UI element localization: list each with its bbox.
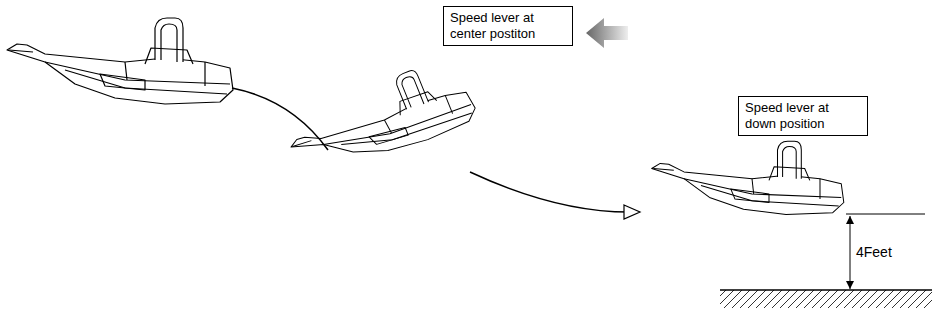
callout-box: Speed lever at center postiton	[443, 6, 573, 46]
callout-box: Speed lever at down position	[738, 96, 868, 136]
dimension-label: 4Feet	[856, 244, 892, 260]
arrow-head	[624, 205, 640, 219]
trajectory-arc	[470, 172, 636, 212]
dimension-line	[846, 214, 925, 215]
dimension-line	[850, 216, 851, 289]
dimension-arrow	[846, 216, 854, 224]
trajectory-arc	[232, 88, 328, 150]
callout-text: Speed lever at down position	[745, 100, 861, 132]
boat-position-3	[652, 141, 844, 214]
boat-position-1	[7, 18, 233, 104]
dimension-arrow	[846, 281, 854, 289]
ground-hatch	[720, 290, 932, 308]
direction-arrow	[586, 18, 628, 48]
callout-text: Speed lever at center postiton	[450, 10, 566, 42]
ground-line	[720, 289, 932, 291]
boat-position-2	[281, 53, 479, 188]
